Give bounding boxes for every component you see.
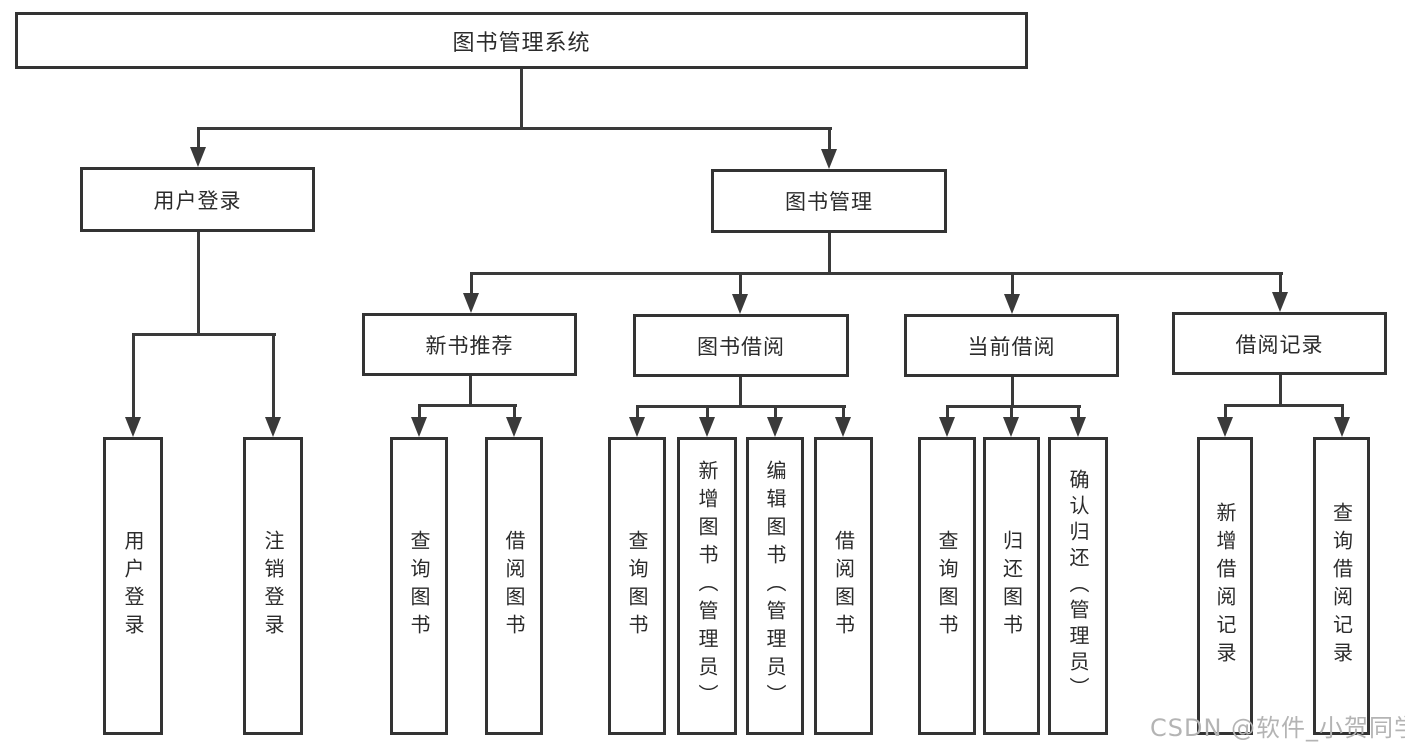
- leaf-return-book: 归还图书: [983, 437, 1040, 735]
- connector-line: [1224, 404, 1344, 407]
- connector-line: [774, 405, 777, 422]
- connector-line: [739, 272, 742, 298]
- node-current-borrowing: 当前借阅: [904, 314, 1119, 377]
- connector-line: [946, 405, 949, 422]
- leaf-query-books-borrowing-label: 查询图书: [625, 530, 649, 642]
- node-book-borrowing-label: 图书借阅: [697, 334, 785, 359]
- leaf-add-book-admin: 新增图书（管理员）: [677, 437, 737, 735]
- arrow-down-icon: [190, 147, 206, 167]
- leaf-query-books-recommend: 查询图书: [390, 437, 448, 735]
- connector-line: [842, 405, 845, 422]
- leaf-add-borrow-record: 新增借阅记录: [1197, 437, 1253, 735]
- node-user-login-branch-label: 用户登录: [153, 188, 242, 213]
- arrow-down-icon: [1334, 417, 1350, 437]
- leaf-user-login-label: 用户登录: [121, 530, 145, 642]
- arrow-down-icon: [1003, 417, 1019, 437]
- arrow-down-icon: [265, 417, 281, 437]
- leaf-edit-book-admin: 编辑图书（管理员）: [746, 437, 804, 735]
- connector-line: [636, 405, 846, 408]
- leaf-user-login: 用户登录: [103, 437, 163, 735]
- connector-line: [1341, 404, 1344, 422]
- leaf-add-book-admin-label: 新增图书（管理员）: [695, 460, 719, 712]
- arrow-down-icon: [767, 417, 783, 437]
- node-current-borrowing-label: 当前借阅: [967, 334, 1056, 359]
- connector-line: [1279, 272, 1282, 298]
- connector-line: [1011, 272, 1014, 298]
- node-new-book-recommend-label: 新书推荐: [425, 333, 514, 358]
- arrow-down-icon: [1272, 292, 1288, 312]
- node-book-management-label: 图书管理: [785, 190, 873, 214]
- arrow-down-icon: [835, 417, 851, 437]
- connector-line: [418, 404, 517, 407]
- leaf-query-borrow-record-label: 查询借阅记录: [1329, 502, 1354, 670]
- arrow-down-icon: [821, 149, 837, 169]
- connector-line: [513, 404, 516, 422]
- node-root-label: 图书管理系统: [452, 30, 591, 56]
- leaf-add-borrow-record-label: 新增借阅记录: [1213, 502, 1237, 670]
- connector-line: [418, 404, 421, 422]
- connector-line: [132, 333, 276, 336]
- connector-line: [197, 127, 200, 152]
- arrow-down-icon: [125, 417, 141, 437]
- arrow-down-icon: [939, 417, 955, 437]
- connector-line: [739, 377, 742, 408]
- node-new-book-recommend: 新书推荐: [362, 313, 577, 376]
- connector-line: [272, 333, 275, 421]
- leaf-query-books-current-label: 查询图书: [935, 530, 959, 642]
- node-root-title: 图书管理系统: [15, 12, 1028, 69]
- node-book-borrowing: 图书借阅: [633, 314, 849, 377]
- leaf-confirm-return-admin-label: 确认归还（管理员）: [1066, 469, 1090, 703]
- arrow-down-icon: [629, 417, 645, 437]
- leaf-borrow-books-borrowing: 借阅图书: [814, 437, 873, 735]
- arrow-down-icon: [732, 294, 748, 314]
- arrow-down-icon: [1070, 417, 1086, 437]
- leaf-logout: 注销登录: [243, 437, 303, 735]
- leaf-query-books-current: 查询图书: [918, 437, 976, 735]
- connector-line: [470, 272, 473, 298]
- leaf-borrow-books-recommend-label: 借阅图书: [502, 530, 526, 642]
- connector-line: [1011, 377, 1014, 408]
- leaf-logout-label: 注销登录: [261, 530, 285, 642]
- connector-line: [706, 405, 709, 422]
- leaf-return-book-label: 归还图书: [999, 530, 1024, 642]
- watermark-text: CSDN @软件_小贺同学: [1150, 714, 1405, 742]
- leaf-query-books-recommend-label: 查询图书: [407, 530, 431, 642]
- arrow-down-icon: [463, 293, 479, 313]
- connector-line: [520, 69, 523, 130]
- node-borrow-records: 借阅记录: [1172, 312, 1387, 375]
- connector-line: [636, 405, 639, 422]
- connector-line: [1279, 375, 1282, 407]
- connector-line: [1010, 405, 1013, 422]
- leaf-borrow-books-recommend: 借阅图书: [485, 437, 543, 735]
- node-book-management: 图书管理: [711, 169, 947, 233]
- node-borrow-records-label: 借阅记录: [1235, 332, 1324, 357]
- arrow-down-icon: [699, 417, 715, 437]
- connector-line: [470, 272, 1283, 275]
- connector-line: [197, 232, 200, 336]
- node-user-login-branch: 用户登录: [80, 167, 315, 232]
- connector-line: [946, 405, 1081, 408]
- leaf-query-borrow-record: 查询借阅记录: [1313, 437, 1370, 735]
- arrow-down-icon: [506, 417, 522, 437]
- connector-line: [197, 127, 832, 130]
- leaf-edit-book-admin-label: 编辑图书（管理员）: [763, 460, 787, 712]
- connector-line: [828, 233, 831, 275]
- connector-line: [469, 376, 472, 407]
- leaf-confirm-return-admin: 确认归还（管理员）: [1048, 437, 1108, 735]
- arrow-down-icon: [1217, 417, 1233, 437]
- connector-line: [1224, 404, 1227, 422]
- leaf-query-books-borrowing: 查询图书: [608, 437, 666, 735]
- connector-line: [828, 127, 831, 152]
- arrow-down-icon: [411, 417, 427, 437]
- arrow-down-icon: [1004, 294, 1020, 314]
- connector-line: [1077, 405, 1080, 422]
- leaf-borrow-books-borrowing-label: 借阅图书: [831, 530, 856, 642]
- connector-line: [132, 333, 135, 421]
